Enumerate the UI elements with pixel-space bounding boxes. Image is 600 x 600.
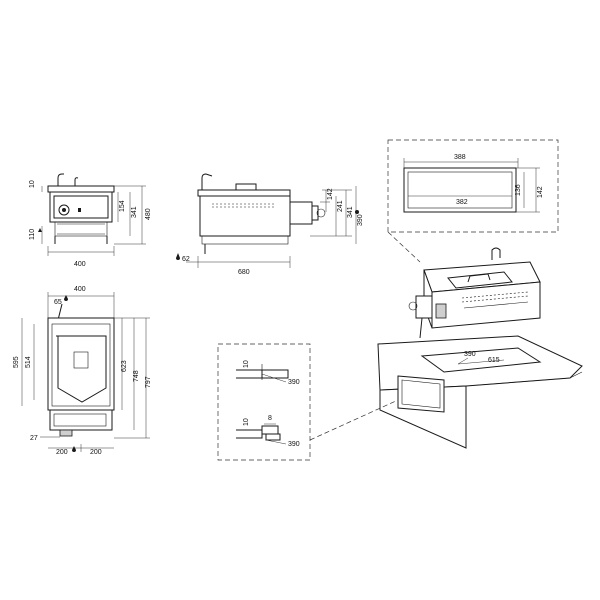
install-dim-390: 390 bbox=[464, 351, 476, 358]
lid-handle-icon bbox=[467, 273, 491, 283]
cutout-rect bbox=[403, 167, 517, 213]
front-dim-341: 341 bbox=[131, 206, 138, 218]
water-drop-icon bbox=[64, 295, 68, 301]
front-dim-400: 400 bbox=[74, 261, 86, 268]
side-dim-390: 390 bbox=[357, 214, 364, 226]
front-dim-480: 480 bbox=[145, 208, 152, 220]
vent-slots bbox=[212, 203, 276, 208]
front-dim-110: 110 bbox=[29, 229, 36, 240]
top-dim-595: 595 bbox=[13, 356, 20, 368]
lid-handle-icon bbox=[235, 183, 257, 190]
install-dim-615: 615 bbox=[488, 357, 500, 364]
section-top-dim-390: 390 bbox=[288, 379, 300, 386]
top-dim-623: 623 bbox=[121, 360, 128, 372]
motor-box bbox=[289, 201, 313, 225]
section-bottom-dim-8: 8 bbox=[268, 415, 272, 422]
side-dim-680: 680 bbox=[238, 269, 250, 276]
front-dim-154: 154 bbox=[119, 200, 126, 212]
side-dim-62: 62 bbox=[182, 256, 190, 263]
water-drop-icon bbox=[72, 446, 76, 452]
top-dim-400: 400 bbox=[74, 286, 86, 293]
motor-box bbox=[415, 295, 433, 319]
top-view: 400 65 595 514 623 748 797 27 200 200 bbox=[13, 286, 152, 456]
front-dim-10: 10 bbox=[29, 180, 36, 188]
cutout-dim-142: 142 bbox=[537, 186, 544, 198]
cutout-dim-136: 136 bbox=[515, 184, 522, 196]
side-dim-241: 241 bbox=[337, 200, 344, 212]
section-bottom-dim-390: 390 bbox=[288, 441, 300, 448]
side-dim-142: 142 bbox=[327, 188, 334, 200]
faucet-icon bbox=[201, 173, 213, 192]
faucet-icon bbox=[57, 303, 63, 321]
power-icon bbox=[355, 210, 359, 214]
top-dim-65: 65 bbox=[54, 299, 62, 306]
top-dim-797: 797 bbox=[145, 376, 152, 388]
top-dim-748: 748 bbox=[133, 370, 140, 382]
counter-cutout bbox=[420, 347, 542, 373]
section-top-dim-10: 10 bbox=[243, 360, 250, 368]
top-dim-27: 27 bbox=[30, 435, 38, 442]
side-body bbox=[199, 195, 291, 237]
front-view: 10 400 154 341 480 110 bbox=[29, 173, 152, 268]
side-view: 142 241 341 390 680 62 bbox=[176, 173, 364, 276]
side-lid bbox=[197, 189, 291, 197]
top-dim-514: 514 bbox=[25, 356, 32, 368]
faucet-icon bbox=[491, 247, 501, 260]
faucet-icon bbox=[57, 173, 64, 188]
top-dim-200-left: 200 bbox=[56, 449, 68, 456]
section-detail: 10 390 10 8 390 bbox=[217, 343, 311, 461]
isometric-unit bbox=[408, 247, 541, 339]
motor-box bbox=[59, 429, 73, 437]
top-outline bbox=[47, 317, 115, 411]
water-drop-icon bbox=[176, 253, 180, 260]
front-lid bbox=[47, 185, 115, 193]
cutout-dim-382: 382 bbox=[456, 199, 468, 206]
cutout-dim-388: 388 bbox=[454, 154, 466, 161]
cutout-detail: 388 382 136 142 bbox=[387, 139, 559, 233]
side-dim-341: 341 bbox=[347, 206, 354, 218]
water-drop-icon bbox=[38, 228, 42, 232]
cutout-detail-frame bbox=[387, 139, 559, 233]
section-bottom-dim-10: 10 bbox=[243, 418, 250, 426]
top-dim-200-right: 200 bbox=[90, 449, 102, 456]
install-view: 390 615 bbox=[377, 335, 583, 449]
tank-outline bbox=[56, 335, 107, 403]
